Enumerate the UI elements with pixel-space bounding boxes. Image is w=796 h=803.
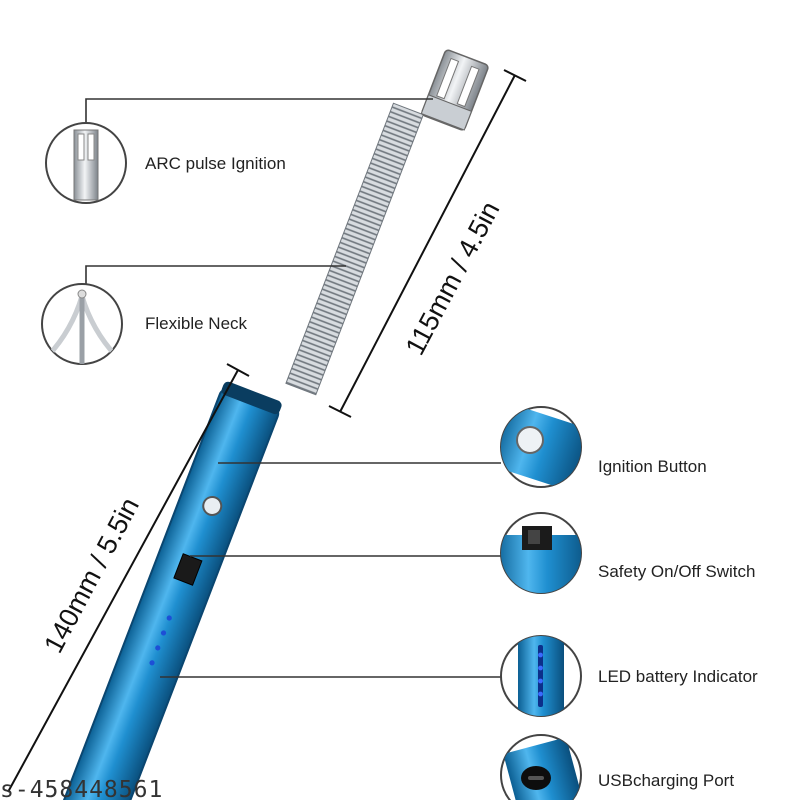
usb-port-thumbnail: [500, 734, 582, 800]
safety-switch-thumbnail: [500, 512, 582, 594]
callout-leaders: [85, 98, 501, 678]
ignition-head: [420, 49, 489, 131]
lighter-body: [59, 381, 282, 800]
neck-dimension-line: [328, 69, 527, 418]
body-dimension-line: [7, 363, 250, 793]
flexible-neck: [285, 102, 424, 396]
arc-ignition-thumbnail: [45, 122, 127, 204]
arc-pulse-ignition-label: ARC pulse Ignition: [145, 154, 286, 173]
led-indicator-thumbnail: [500, 635, 582, 717]
usb-port-label: USBcharging Port: [598, 771, 735, 790]
flexible-neck-thumbnail: [41, 283, 123, 365]
safety-switch-label: Safety On/Off Switch: [598, 562, 756, 581]
ignition-button-thumbnail: [500, 406, 582, 488]
flexible-neck-label: Flexible Neck: [145, 314, 248, 333]
product-code-watermark: s-458448561: [0, 777, 164, 803]
led-indicator-label: LED battery Indicator: [598, 667, 758, 686]
ignition-button-label: Ignition Button: [598, 457, 707, 476]
